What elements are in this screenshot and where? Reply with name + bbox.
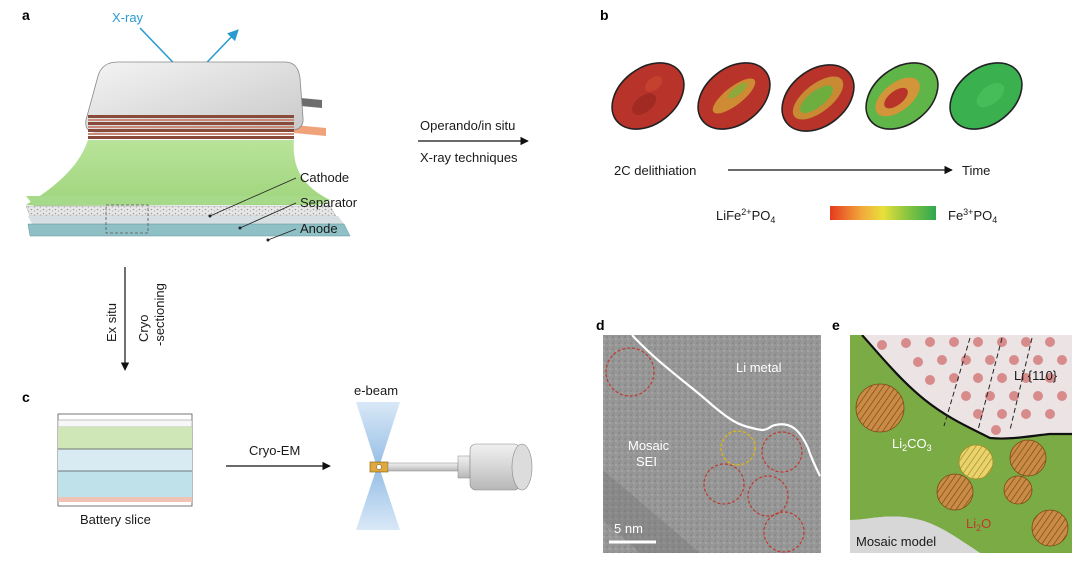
particle-3: [781, 64, 855, 132]
sei-boundary-line: [861, 335, 1072, 440]
axis-start-label: 2C delithiation: [614, 163, 696, 178]
panel-a-pouch-cell: X-ray Catho: [25, 10, 358, 242]
pouch-casing: [85, 61, 304, 133]
axis-end-label: Time: [962, 163, 990, 178]
label-separator: Separator: [300, 195, 358, 210]
panel-d-tem-image: Li metal Mosaic SEI 5 nm: [603, 335, 821, 553]
panel-letter-c: c: [22, 389, 30, 405]
sei-metal-boundary: [631, 335, 821, 477]
operando-label-line1: Operando/in situ: [420, 118, 515, 133]
anode-current-collector: [28, 216, 344, 224]
label-cathode: Cathode: [300, 170, 349, 185]
cathode-layer: [26, 196, 328, 206]
leader-anode: [267, 228, 297, 241]
cryo-em-label: Cryo-EM: [249, 443, 300, 458]
arrow-operando: Operando/in situ X-ray techniques: [418, 118, 529, 165]
panel-e-mosaic-model: Li {110} Li2CO3 Li2O Mosaic model: [850, 335, 1072, 553]
particle-1: [611, 62, 685, 130]
grain-li2o-3: [936, 473, 974, 511]
battery-slice: [57, 413, 193, 507]
panel-letter-e: e: [832, 317, 840, 333]
battery-slice-label: Battery slice: [80, 512, 151, 527]
operando-label-line2: X-ray techniques: [420, 150, 518, 165]
ebeam-label: e-beam: [354, 383, 398, 398]
li-plane-label: Li {110}: [1014, 368, 1058, 383]
ex-situ-label: Ex situ: [104, 303, 119, 342]
electrode-stack-edge: [88, 115, 294, 139]
ebeam-lower-cone: [356, 470, 400, 530]
legend-fepo4-label: Fe3+PO4: [948, 207, 997, 225]
particle-2: [697, 62, 771, 130]
leader-separator: [239, 202, 297, 229]
li-metal-label: Li metal: [736, 360, 782, 375]
panel-letter-a: a: [22, 7, 30, 23]
ebeam-upper-cone: [356, 402, 400, 464]
legend-gradient-bar: [830, 206, 936, 220]
mosaic-sei-label-line1: Mosaic: [628, 438, 670, 453]
sectioning-label: -sectioning: [152, 283, 167, 346]
grain-li2o-2: [1009, 439, 1047, 477]
panel-letter-d: d: [596, 317, 605, 333]
cathode-sheet: [26, 140, 330, 205]
panel-b-particles: 2C delithiation Time LiFe2+PO4 Fe3+PO4: [611, 62, 1023, 225]
anode-layer: [27, 223, 351, 237]
grain-li2co3-1: [958, 444, 994, 480]
cryo-label: Cryo: [136, 315, 151, 342]
section-marker: [105, 204, 149, 234]
cryo-holder: [369, 443, 533, 491]
scale-bar-label: 5 nm: [614, 521, 643, 536]
particle-4: [865, 62, 939, 130]
label-anode: Anode: [300, 221, 338, 236]
panel-letter-b: b: [600, 7, 609, 23]
leader-cathode: [209, 177, 297, 217]
mosaic-model-label: Mosaic model: [856, 534, 936, 549]
separator-layer: [25, 205, 337, 217]
mosaic-sei-label-line2: SEI: [636, 454, 657, 469]
li2co3-label: Li2CO3: [892, 436, 932, 453]
legend-lifepo4-label: LiFe2+PO4: [716, 207, 775, 225]
grain-li2o-5: [1031, 509, 1069, 547]
arrow-ex-situ: Ex situ Cryo -sectioning: [104, 267, 167, 371]
li2o-label: Li2O: [966, 516, 991, 533]
pouch-tab-copper: [294, 125, 326, 136]
grain-li2o-4: [1003, 475, 1033, 505]
grain-li2o-1: [855, 383, 905, 433]
li-atoms: [877, 337, 1067, 435]
panel-c-cryo-em: Battery slice Cryo-EM e-beam: [57, 383, 533, 530]
xray-label: X-ray: [112, 10, 144, 25]
particle-5: [949, 62, 1023, 130]
